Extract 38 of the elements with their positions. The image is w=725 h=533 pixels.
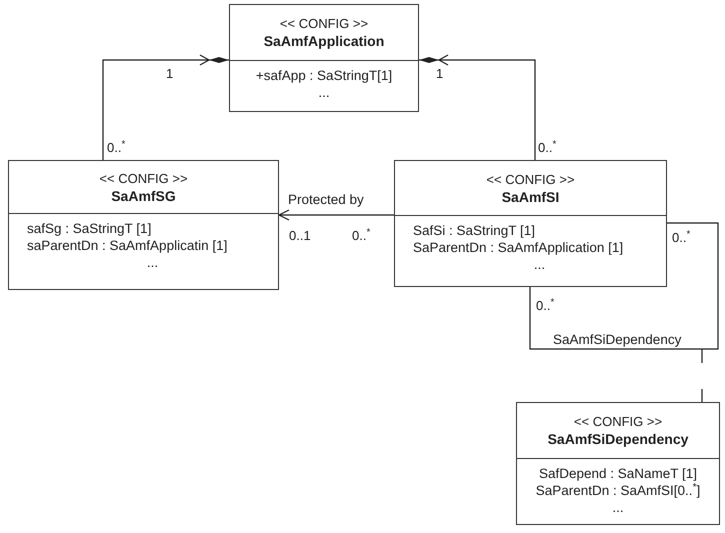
association-line bbox=[278, 209, 394, 221]
multiplicity-label: 0..$^{*}$ bbox=[107, 140, 126, 156]
class-box bbox=[8, 160, 279, 290]
stereotype: << CONFIG >> bbox=[280, 15, 368, 32]
class-name: SaAmfApplication bbox=[264, 32, 384, 50]
class-name: SaAmfSG bbox=[111, 186, 176, 204]
multiplicity-label: 1 bbox=[436, 66, 444, 82]
edge-label: Protected by bbox=[288, 191, 364, 208]
multiplicity-label: 0..$^{*}$ bbox=[672, 230, 690, 246]
stereotype: << CONFIG >> bbox=[99, 170, 188, 186]
multiplicity-label: 0..$^{*}$ bbox=[538, 140, 556, 156]
attribute-text: ... bbox=[318, 84, 330, 101]
class-box bbox=[516, 402, 720, 525]
attribute-text: safSg : SaStringT [1] bbox=[27, 220, 152, 237]
attribute-text: SaParentDn : SaAmfSI[0..$^{*}$] bbox=[536, 482, 700, 499]
class-box bbox=[229, 4, 419, 112]
attribute-text: SaParentDn : SaAmfApplication [1] bbox=[413, 239, 624, 256]
dashed-connector bbox=[701, 349, 703, 402]
attribute-text: SafSi : SaStringT [1] bbox=[413, 222, 536, 239]
stereotype: << CONFIG >> bbox=[574, 413, 662, 430]
class-box bbox=[394, 160, 667, 287]
attribute-text: ... bbox=[146, 254, 158, 271]
multiplicity-label: 0..1 bbox=[289, 228, 311, 244]
class-name: SaAmfSI bbox=[502, 188, 560, 206]
multiplicity-label: 0..$^{*}$ bbox=[352, 228, 370, 244]
attribute-text: +safApp : SaStringT[1] bbox=[256, 67, 392, 84]
attribute-text: SafDepend : SaNameT [1] bbox=[538, 465, 698, 482]
multiplicity-label: 0..$^{*}$ bbox=[536, 298, 554, 314]
association-line bbox=[102, 54, 230, 160]
class-name: SaAmfSiDependency bbox=[548, 430, 688, 448]
multiplicity-label: 1 bbox=[166, 66, 174, 82]
attribute-text: ... bbox=[534, 256, 546, 273]
attribute-text: saParentDn : SaAmfApplicatin [1] bbox=[27, 237, 228, 254]
association-line bbox=[529, 222, 719, 350]
attribute-text: ... bbox=[612, 499, 624, 516]
stereotype: << CONFIG >> bbox=[486, 170, 575, 188]
edge-label: SaAmfSiDependency bbox=[553, 331, 682, 348]
association-line bbox=[418, 54, 536, 160]
